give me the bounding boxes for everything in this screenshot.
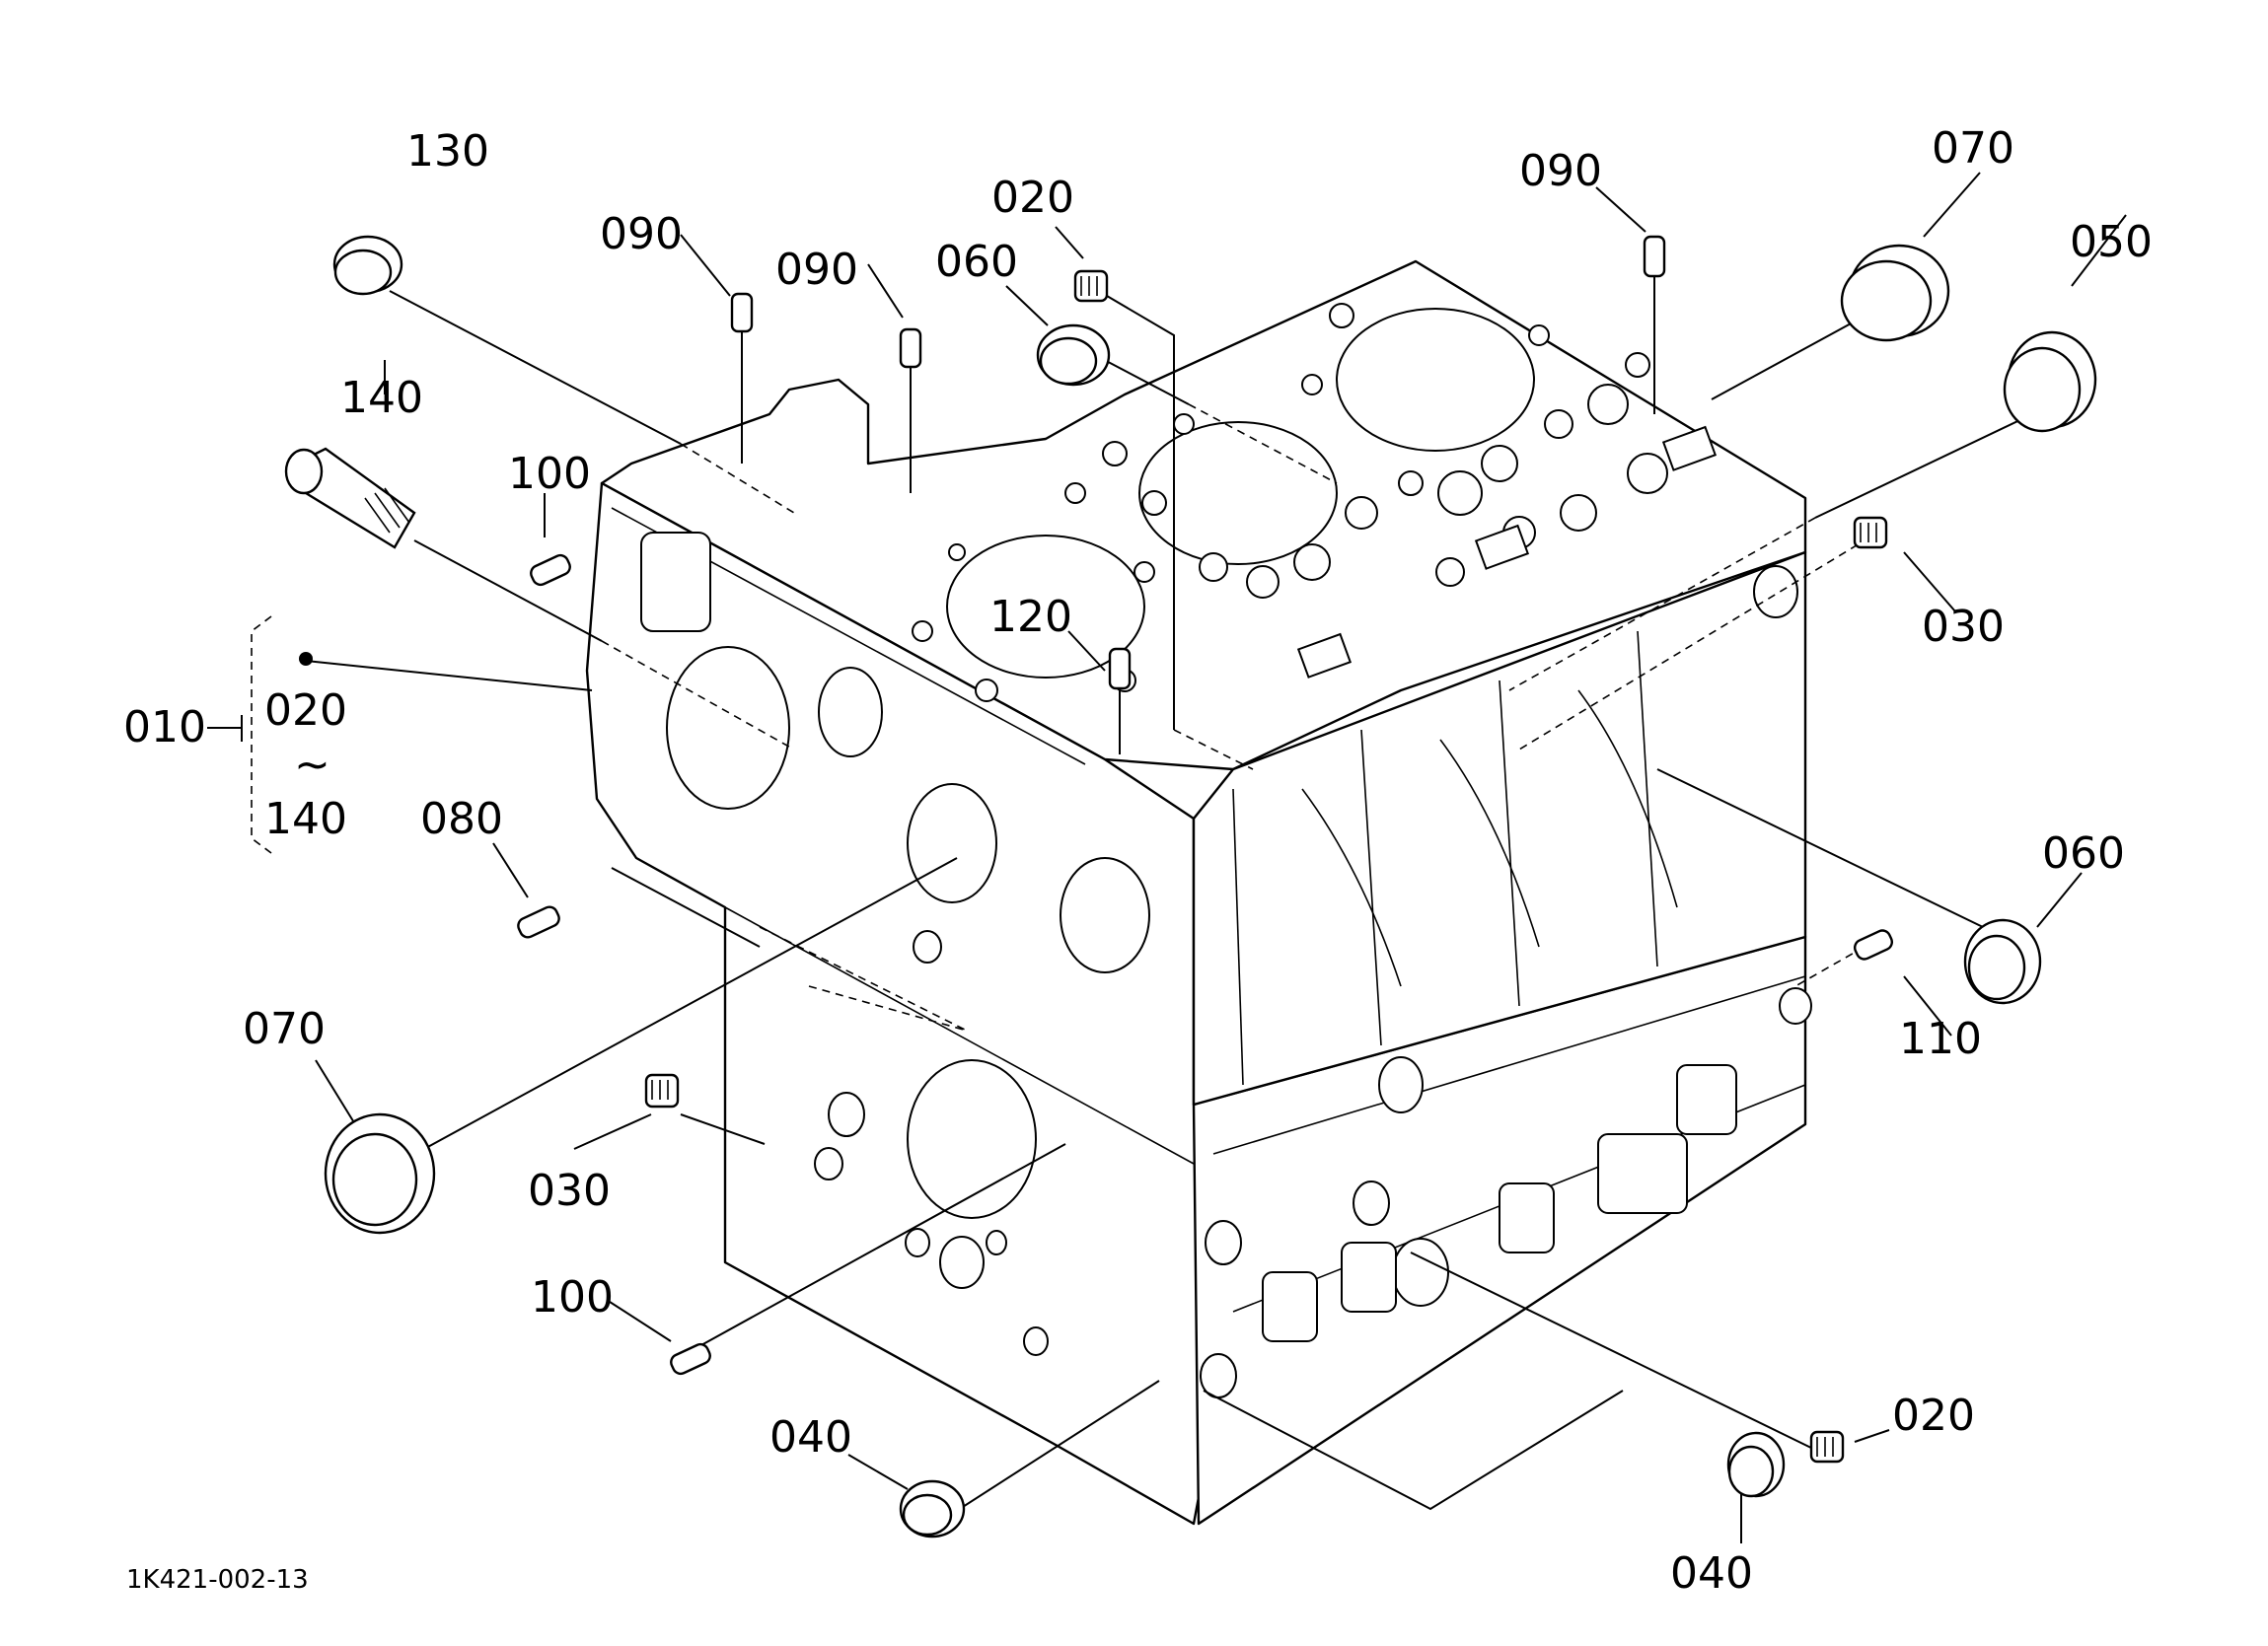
part-080-pin (517, 905, 560, 939)
part-040-plug-b (1726, 1431, 1786, 1498)
part-130-plug (332, 235, 403, 296)
part-030-plug-b (644, 1073, 680, 1109)
callout-060-top: 060 (935, 237, 1018, 287)
part-030-plug-a (1853, 516, 1888, 549)
callout-140: 140 (340, 373, 423, 423)
leader-lines (305, 172, 2127, 1543)
group-bracket (207, 615, 313, 854)
part-020-plug-b (1809, 1430, 1845, 1464)
part-100-pin-b (670, 1342, 711, 1376)
part-070-seal-b (324, 1112, 436, 1235)
callout-080: 080 (420, 794, 503, 844)
callout-100-bottom: 100 (531, 1272, 614, 1323)
part-040-plug-a (899, 1479, 966, 1539)
callout-050: 050 (2070, 217, 2153, 267)
callout-020-bottom: 020 (1892, 1391, 1975, 1441)
group-range-from: 020 (264, 685, 347, 736)
callout-030-right: 030 (1922, 602, 2005, 652)
part-100-pin-a (530, 553, 571, 587)
part-110-pin (1853, 929, 1894, 961)
part-140-oil-relief-valve (284, 447, 416, 549)
part-120-pin (1108, 647, 1132, 690)
part-090-pin-c (1643, 235, 1666, 278)
group-range-to: 140 (264, 794, 347, 844)
cylinder-block (585, 259, 1812, 1526)
callout-070-top: 070 (1932, 123, 2014, 174)
callout-130: 130 (406, 126, 489, 177)
part-020-plug-a (1073, 269, 1109, 303)
callout-labels: 130 090 090 020 060 090 070 050 140 100 … (123, 123, 2153, 1599)
group-range-tilde: ~ (294, 740, 330, 790)
part-090-pin-a (730, 292, 754, 333)
part-060-plug-a (1036, 323, 1111, 387)
part-090-pin-b (899, 327, 922, 369)
callout-040-bottom: 040 (1670, 1548, 1753, 1599)
callout-090-left: 090 (600, 209, 683, 259)
callout-040-left: 040 (769, 1412, 852, 1463)
part-060-seal-b (1963, 918, 2042, 1005)
callout-090-right: 090 (1519, 146, 1602, 196)
callout-020-top: 020 (991, 173, 1074, 223)
part-050-cap (2003, 330, 2097, 433)
callout-060-right: 060 (2042, 828, 2125, 879)
callout-120: 120 (989, 592, 1072, 642)
part-070-cap-a (1840, 244, 1950, 342)
callout-090-middle: 090 (775, 245, 858, 295)
figure-code: 1K421-002-13 (126, 1565, 309, 1595)
callout-100-top: 100 (508, 449, 591, 499)
callout-070-left: 070 (243, 1004, 326, 1054)
callout-030-left: 030 (528, 1166, 611, 1216)
callout-110: 110 (1899, 1014, 1982, 1064)
group-label-010: 010 (123, 702, 206, 752)
